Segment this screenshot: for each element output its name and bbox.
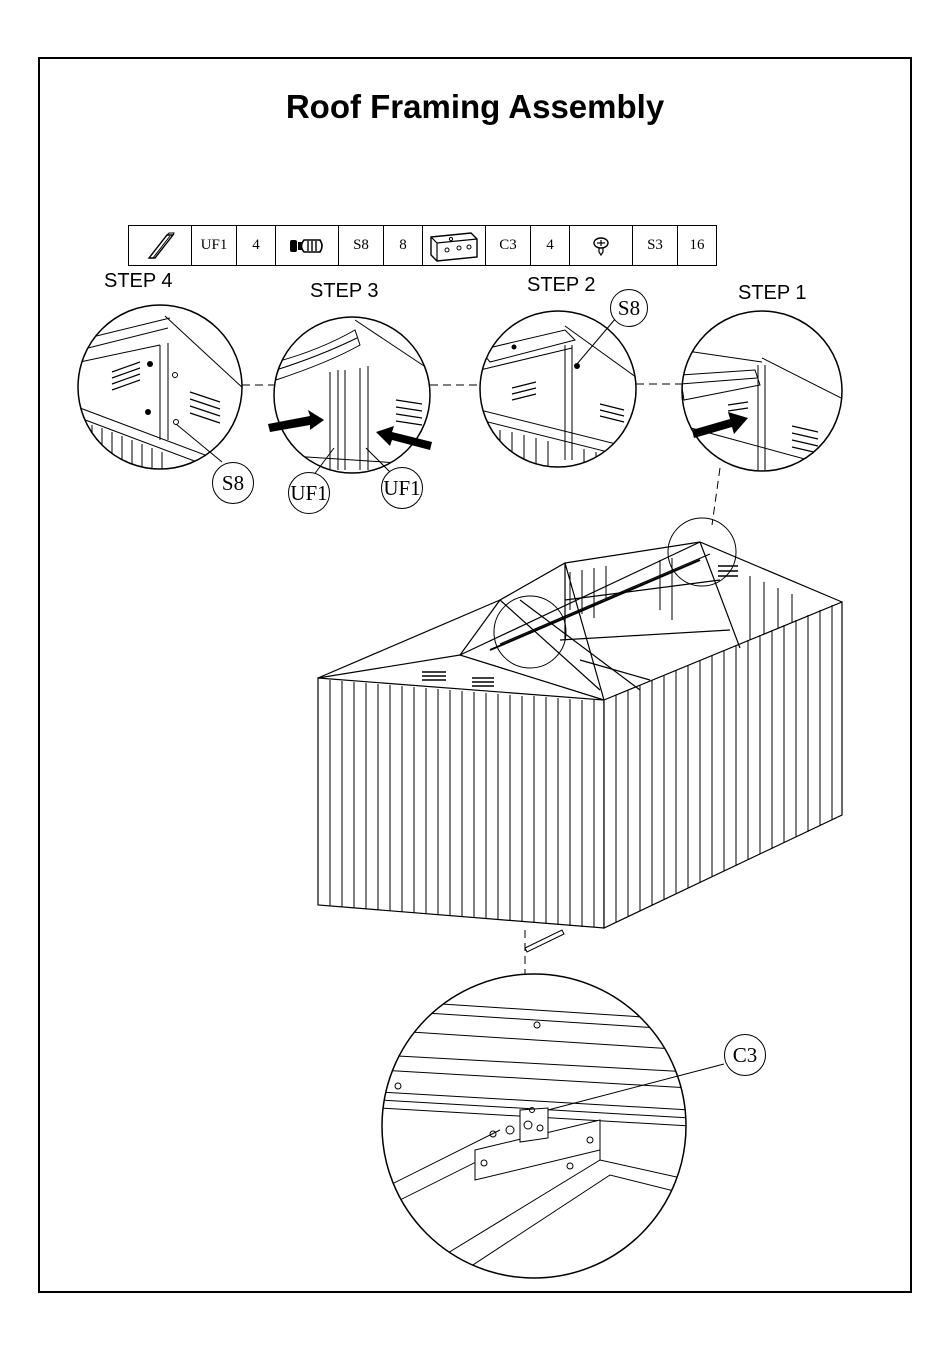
callout-uf1-left: UF1 (288, 472, 330, 514)
step-1-detail (680, 311, 845, 471)
shed-illustration (318, 518, 842, 952)
callout-s8-step4: S8 (212, 462, 254, 504)
callout-c3: C3 (724, 1034, 766, 1076)
callout-uf1-right: UF1 (381, 467, 423, 509)
step-4-detail (78, 305, 245, 480)
bracket-detail (380, 974, 724, 1280)
step-2-detail (480, 311, 640, 470)
step-3-detail (268, 317, 432, 476)
callout-s8-step2: S8 (610, 289, 648, 327)
